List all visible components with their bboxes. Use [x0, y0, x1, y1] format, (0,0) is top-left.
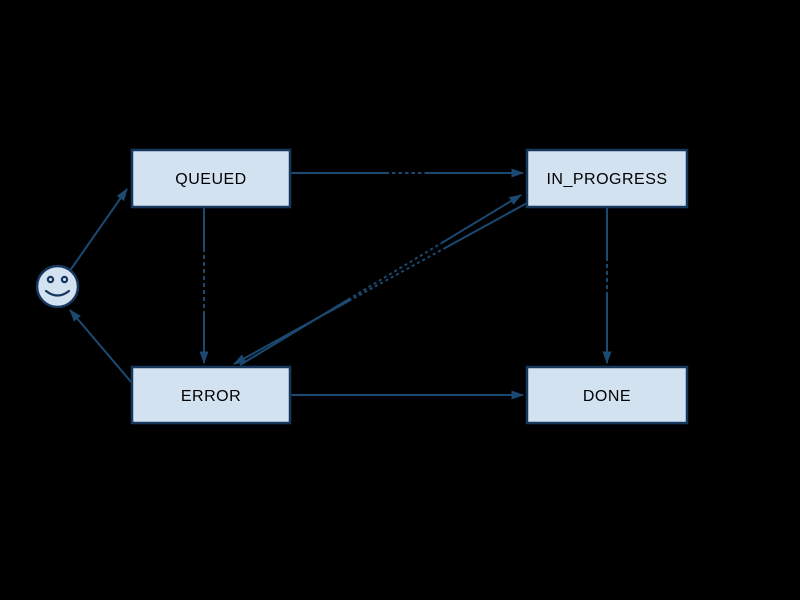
node-in-progress-label: IN_PROGRESS [546, 171, 667, 188]
smiley-head [35, 264, 80, 309]
node-queued-label: QUEUED [175, 171, 246, 188]
node-queued-box [130, 148, 292, 209]
node-in-progress-box [525, 148, 689, 209]
edge-start-to-queued [68, 188, 128, 273]
start-node-smiley-face-icon [35, 264, 80, 309]
edge-in-progress-to-error [233, 202, 528, 365]
node-error: ERROR [130, 365, 292, 425]
smiley-left-eye [46, 275, 55, 284]
node-done-box [525, 365, 689, 425]
edge-error-to-in-progress [239, 194, 522, 366]
node-done-label: DONE [583, 388, 631, 405]
edge-error-to-start [69, 309, 133, 384]
node-error-box [130, 365, 292, 425]
node-queued: QUEUED [130, 148, 292, 209]
node-error-label: ERROR [181, 388, 241, 405]
node-done: DONE [525, 365, 689, 425]
node-in-progress: IN_PROGRESS [525, 148, 689, 209]
smiley-smile [44, 289, 71, 297]
smiley-right-eye [60, 275, 69, 284]
